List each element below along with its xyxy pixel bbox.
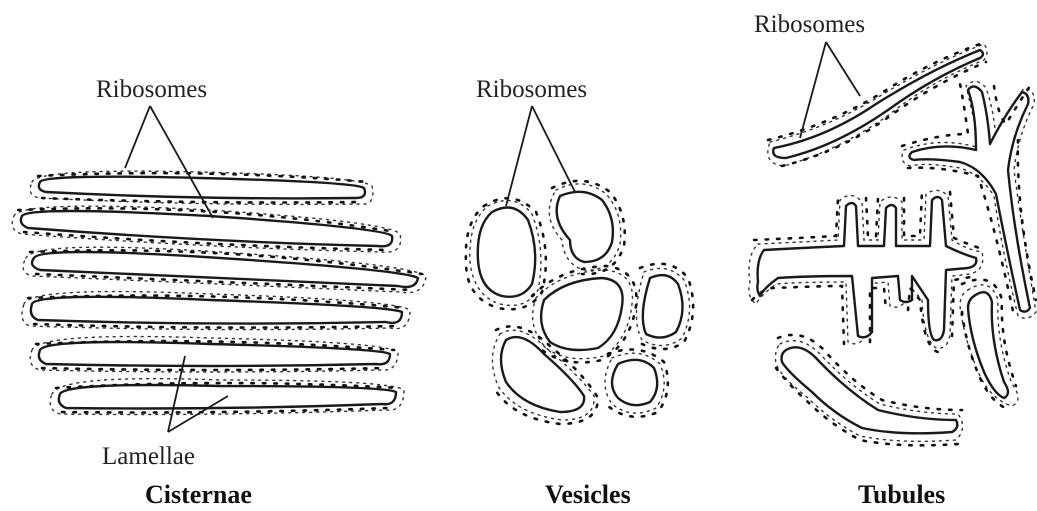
vesicles-ribosomes-label: Ribosomes <box>476 76 587 103</box>
cisternae-panel: Ribosomes Lamellae Cisternae <box>12 76 426 509</box>
lamella <box>39 177 365 199</box>
cisternae-stack <box>12 171 426 414</box>
vesicle-cluster <box>466 181 693 424</box>
vesicle <box>643 275 683 337</box>
tubule <box>773 50 983 158</box>
tubule-network <box>749 42 1036 445</box>
vesicles-ribosomes-leaders <box>506 106 575 206</box>
vesicle <box>478 208 535 297</box>
tubule <box>782 347 958 433</box>
tubules-ribosomes-label: Ribosomes <box>754 11 865 38</box>
vesicle <box>541 278 622 350</box>
vesicle <box>612 360 657 405</box>
lamella <box>32 252 418 287</box>
lamella <box>31 297 402 324</box>
cisternae-ribosomes-label: Ribosomes <box>96 76 207 103</box>
tubules-panel: Ribosomes Tubules <box>749 11 1036 509</box>
tubules-caption: Tubules <box>858 480 945 509</box>
cisternae-caption: Cisternae <box>145 480 252 509</box>
vesicle <box>557 192 613 262</box>
tubule-comb <box>757 197 976 340</box>
cisternae-lamellae-label: Lamellae <box>102 443 195 470</box>
vesicles-caption: Vesicles <box>545 480 631 509</box>
vesicles-panel: Ribosomes Vesicles <box>466 76 693 509</box>
lamella <box>21 211 392 246</box>
